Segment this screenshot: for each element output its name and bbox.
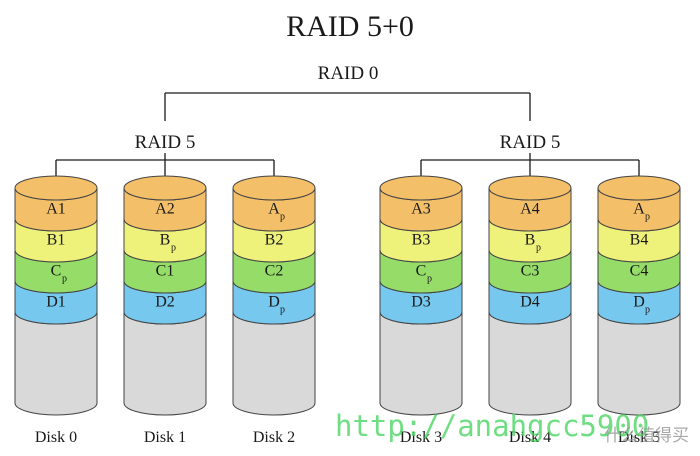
block-label: B2 xyxy=(265,232,284,249)
parity-subscript: p xyxy=(280,305,285,316)
disk-empty-space xyxy=(14,311,98,416)
disk-top-cap xyxy=(379,175,463,201)
block-label: B xyxy=(525,232,536,249)
block-label: B1 xyxy=(47,232,66,249)
block-label: A xyxy=(633,201,645,218)
block-label: A2 xyxy=(155,201,175,218)
block-label: C xyxy=(416,263,427,280)
raid0-label: RAID 0 xyxy=(318,63,379,84)
disk-label: Disk 2 xyxy=(253,429,295,446)
raid5-label: RAID 5 xyxy=(135,132,196,153)
parity-subscript: p xyxy=(645,212,650,223)
disk-label: Disk 4 xyxy=(509,429,551,446)
disk-top-cap xyxy=(488,175,572,201)
block-label: C1 xyxy=(156,263,175,280)
disk-empty-space xyxy=(379,311,463,416)
disk-empty-space xyxy=(232,311,316,416)
block-label: D4 xyxy=(520,294,540,311)
block-label: D2 xyxy=(155,294,175,311)
block-label: D xyxy=(633,294,645,311)
block-label: A4 xyxy=(520,201,540,218)
block-label: B3 xyxy=(412,232,431,249)
block-label: C2 xyxy=(265,263,284,280)
block-label: A3 xyxy=(411,201,431,218)
disk-top-cap xyxy=(597,175,681,201)
block-label: C xyxy=(51,263,62,280)
block-label: C3 xyxy=(521,263,540,280)
block-label: D1 xyxy=(46,294,66,311)
parity-subscript: p xyxy=(62,274,67,285)
block-label: A xyxy=(268,201,280,218)
watermark-brand: 什么值得买 xyxy=(604,426,689,446)
disk-empty-space xyxy=(597,311,681,416)
parity-subscript: p xyxy=(645,305,650,316)
raid0-connector xyxy=(164,92,531,121)
parity-subscript: p xyxy=(280,212,285,223)
block-label: B4 xyxy=(630,232,649,249)
diagram-title: RAID 5+0 xyxy=(286,10,414,43)
disk-empty-space xyxy=(123,311,207,416)
block-label: D3 xyxy=(411,294,431,311)
disk-label: Disk 5 xyxy=(618,429,660,446)
disk-label: Disk 0 xyxy=(35,429,77,446)
disk-label: Disk 3 xyxy=(400,429,442,446)
parity-subscript: p xyxy=(171,243,176,254)
parity-subscript: p xyxy=(536,243,541,254)
disk-label: Disk 1 xyxy=(144,429,186,446)
disk-empty-space xyxy=(488,311,572,416)
block-label: D xyxy=(268,294,280,311)
raid5-label: RAID 5 xyxy=(500,132,561,153)
block-label: B xyxy=(160,232,171,249)
disk-top-cap xyxy=(123,175,207,201)
disk-top-cap xyxy=(14,175,98,201)
disk-top-cap xyxy=(232,175,316,201)
parity-subscript: p xyxy=(427,274,432,285)
watermark-url: http://anahgcc5900 xyxy=(335,409,649,443)
block-label: A1 xyxy=(46,201,66,218)
block-label: C4 xyxy=(630,263,649,280)
